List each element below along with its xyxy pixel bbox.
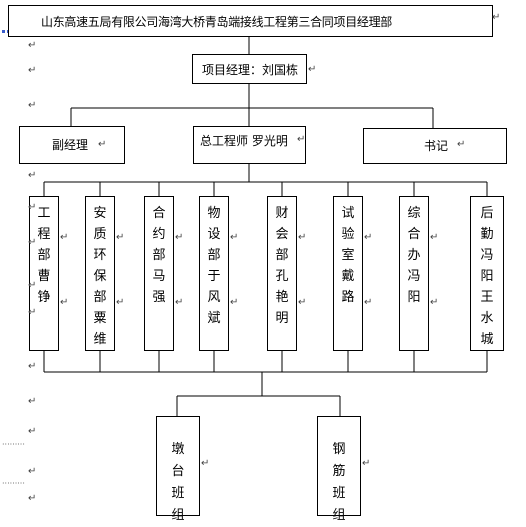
paragraph-mark: ↵	[298, 297, 307, 308]
paragraph-mark: ↵	[28, 426, 37, 437]
dept-general-office-label: 综 合 办 冯 阳	[407, 206, 421, 305]
dept-finance-label: 财 会 部 孔 艳 明	[275, 206, 289, 326]
paragraph-mark: ↵	[116, 232, 125, 243]
dept-contract-label: 合 约 部 马 强	[152, 206, 166, 305]
paragraph-mark: ↵	[492, 12, 501, 23]
paragraph-mark: ↵	[457, 139, 466, 150]
team-rebar-box: 钢 筋 班 组	[317, 416, 361, 523]
paragraph-mark: ↵	[308, 64, 317, 75]
dept-materials-label: 物 设 部 于 风 斌	[207, 206, 221, 326]
paragraph-mark: ↵	[116, 297, 125, 308]
paragraph-mark: ↵	[364, 297, 373, 308]
paragraph-mark: ↵	[98, 139, 107, 150]
paragraph-mark: ↵	[28, 280, 37, 291]
paragraph-mark: ↵	[28, 493, 37, 504]
org-title-box: 山东高速五局有限公司海湾大桥青岛端接线工程第三合同项目经理部	[8, 5, 493, 37]
margin-dots: ·········	[2, 479, 25, 488]
dept-safety-quality-label: 安 质 环 保 部 粟 维	[93, 206, 107, 347]
paragraph-mark: ↵	[28, 237, 37, 248]
paragraph-mark: ↵	[430, 297, 439, 308]
team-pier-box: 墩 台 班 组	[156, 416, 200, 523]
paragraph-mark: ↵	[60, 232, 69, 243]
paragraph-mark: ↵	[297, 134, 306, 145]
chief-engineer-box: 总工程师 罗光明	[193, 126, 306, 164]
project-manager-box: 项目经理：刘国栋	[192, 54, 307, 84]
party-secretary-box: 书记	[363, 128, 507, 164]
dept-logistics-box: 后 勤 冯 阳 王 水 城	[470, 196, 504, 351]
org-chart-connectors	[43, 37, 488, 416]
project-manager-label: 项目经理：刘国栋	[202, 63, 299, 77]
paragraph-mark: ↵	[175, 232, 184, 243]
dept-laboratory-box: 试 验 室 戴 路	[333, 196, 363, 351]
paragraph-mark: ↵	[28, 40, 37, 51]
paragraph-mark: ↵	[28, 202, 37, 213]
deputy-manager-box: 副经理	[19, 126, 125, 164]
dept-logistics-label: 后 勤 冯 阳 王 水 城	[480, 206, 494, 347]
party-secretary-label: 书记	[424, 139, 449, 153]
paragraph-mark: ↵	[201, 458, 210, 469]
paragraph-mark: ↵	[28, 307, 37, 318]
paragraph-mark: ↵	[364, 232, 373, 243]
paragraph-mark: ↵	[28, 466, 37, 477]
dept-materials-box: 物 设 部 于 风 斌	[199, 196, 229, 351]
paragraph-mark: ↵	[60, 297, 69, 308]
paragraph-mark: ↵	[28, 100, 37, 111]
chief-engineer-label: 总工程师 罗光明	[200, 134, 288, 148]
dept-general-office-box: 综 合 办 冯 阳	[399, 196, 429, 351]
dept-contract-box: 合 约 部 马 强	[144, 196, 174, 351]
paragraph-mark: ↵	[28, 396, 37, 407]
paragraph-mark: ↵	[28, 65, 37, 76]
dept-safety-quality-box: 安 质 环 保 部 粟 维	[85, 196, 115, 351]
paragraph-mark: ↵	[230, 232, 239, 243]
paragraph-mark: ↵	[362, 458, 371, 469]
dept-laboratory-label: 试 验 室 戴 路	[341, 206, 355, 305]
paragraph-mark: ↵	[298, 232, 307, 243]
team-rebar-label: 钢 筋 班 组	[332, 442, 346, 523]
team-pier-label: 墩 台 班 组	[171, 442, 185, 523]
deputy-manager-label: 副经理	[52, 138, 89, 152]
paragraph-mark: ↵	[430, 232, 439, 243]
dept-engineering-label: 工 程 部 曹 铮	[37, 206, 51, 305]
org-title: 山东高速五局有限公司海湾大桥青岛端接线工程第三合同项目经理部	[41, 15, 393, 29]
paragraph-mark: ↵	[175, 297, 184, 308]
paragraph-mark: ↵	[28, 170, 37, 181]
paragraph-mark: ↵	[230, 297, 239, 308]
paragraph-mark: ↵	[28, 361, 37, 372]
dept-engineering-box: 工 程 部 曹 铮	[29, 196, 59, 351]
margin-dots: ·········	[2, 440, 25, 449]
dept-finance-box: 财 会 部 孔 艳 明	[267, 196, 297, 351]
